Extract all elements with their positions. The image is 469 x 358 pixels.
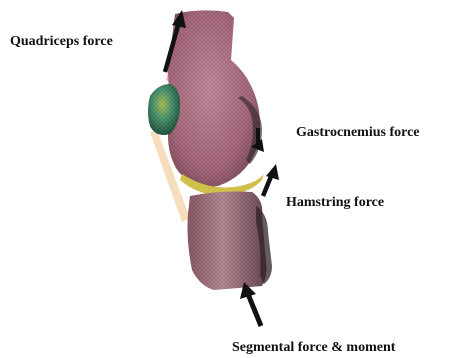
hamstring-force-label: Hamstring force <box>286 196 384 210</box>
segmental-force-moment-label: Segmental force & moment <box>232 341 395 355</box>
quadriceps-force-label: Quadriceps force <box>10 35 113 49</box>
femur <box>168 10 262 186</box>
segmental-force-arrow <box>240 282 261 326</box>
tibia <box>188 192 273 291</box>
gastrocnemius-force-label: Gastrocnemius force <box>296 126 420 140</box>
hamstring-force-arrow <box>263 164 279 196</box>
